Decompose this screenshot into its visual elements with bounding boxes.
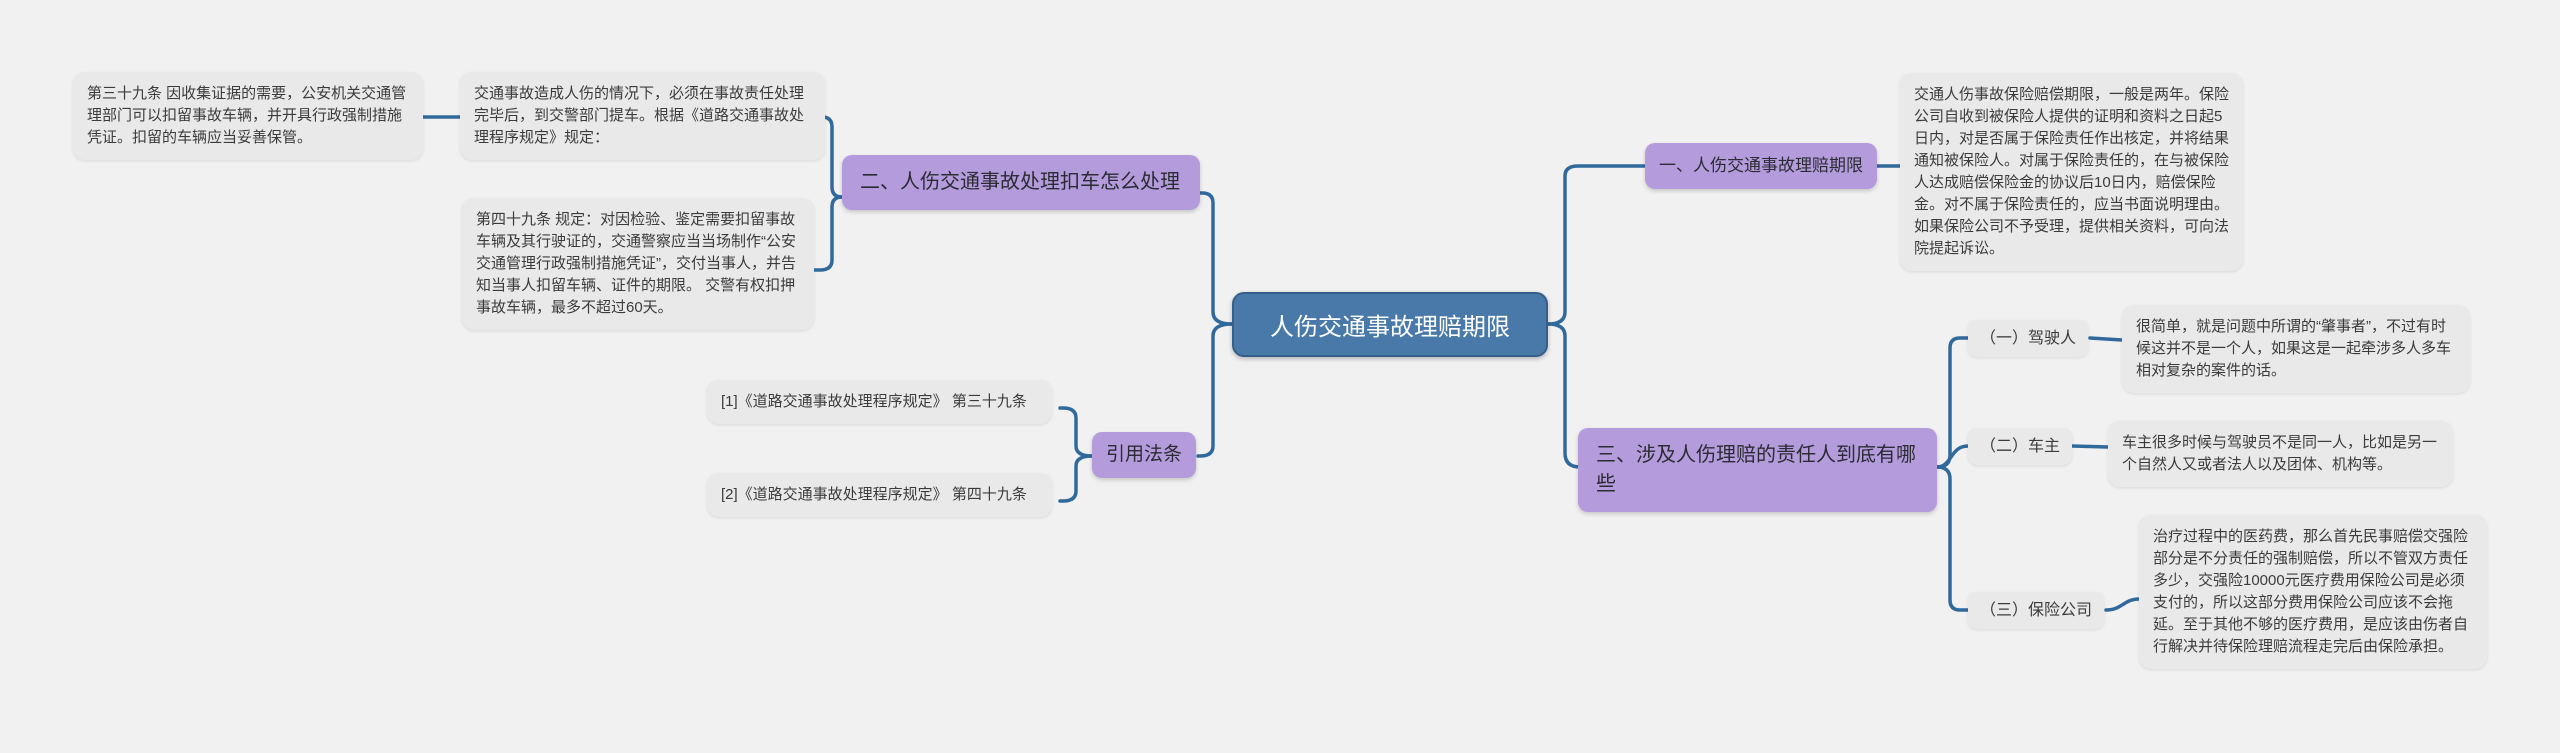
link-root-topic2	[1198, 191, 1234, 326]
link-root-topic1	[1546, 164, 1647, 326]
link-citations-citation2	[1058, 454, 1094, 503]
article-39-box[interactable]: 第三十九条 因收集证据的需要，公安机关交通管理部门可以扣留事故车辆，并开具行政强…	[73, 72, 423, 160]
insurer-detail-box[interactable]: 治疗过程中的医药费，那么首先民事赔偿交强险部分是不分责任的强制赔偿，所以不管双方…	[2139, 515, 2487, 669]
link-citations-citation1	[1058, 406, 1094, 458]
owner-label-node[interactable]: （二）车主	[1968, 428, 2073, 465]
owner-detail-box[interactable]: 车主很多时候与驾驶员不是同一人，比如是另一个自然人又或者法人以及团体、机构等。	[2108, 421, 2453, 487]
link-owner-detail	[2070, 444, 2110, 449]
root-node[interactable]: 人伤交通事故理赔期限	[1232, 292, 1548, 357]
insurer-label-node[interactable]: （三）保险公司	[1968, 592, 2105, 629]
link-topic3-owner	[1935, 444, 1970, 469]
link-topic2-article49	[811, 195, 844, 272]
link-root-citations	[1196, 322, 1234, 458]
topic-1-node[interactable]: 一、人伤交通事故理赔期限	[1645, 143, 1877, 189]
citations-node[interactable]: 引用法条	[1092, 432, 1197, 478]
topic-3-node[interactable]: 三、涉及人伤理赔的责任人到底有哪些	[1578, 428, 1937, 512]
topic-1-detail-box[interactable]: 交通人伤事故保险赔偿期限，一般是两年。保险公司自收到被保险人提供的证明和资料之日…	[1900, 73, 2243, 271]
driver-detail-box[interactable]: 很简单，就是问题中所谓的“肇事者”，不过有时候这并不是一个人，如果这是一起牵涉多…	[2122, 305, 2470, 393]
link-insurer-detail	[2104, 597, 2141, 612]
topic-2-node[interactable]: 二、人伤交通事故处理扣车怎么处理	[842, 155, 1200, 210]
citation-1-box[interactable]: [1]《道路交通事故处理程序规定》 第三十九条	[707, 380, 1052, 424]
link-topic2-intro	[820, 115, 844, 199]
topic-2-intro-box[interactable]: 交通事故造成人伤的情况下，必须在事故责任处理完毕后，到交警部门提车。根据《道路交…	[460, 72, 825, 160]
link-root-topic3	[1546, 322, 1582, 469]
link-topic3-insurer	[1935, 465, 1970, 612]
article-49-box[interactable]: 第四十九条 规定：对因检验、鉴定需要扣留事故车辆及其行驶证的，交通警察应当当场制…	[462, 198, 814, 330]
driver-label-node[interactable]: （一）驾驶人	[1968, 320, 2089, 357]
citation-2-box[interactable]: [2]《道路交通事故处理程序规定》 第四十九条	[707, 473, 1052, 517]
link-driver-detail	[2088, 336, 2124, 342]
